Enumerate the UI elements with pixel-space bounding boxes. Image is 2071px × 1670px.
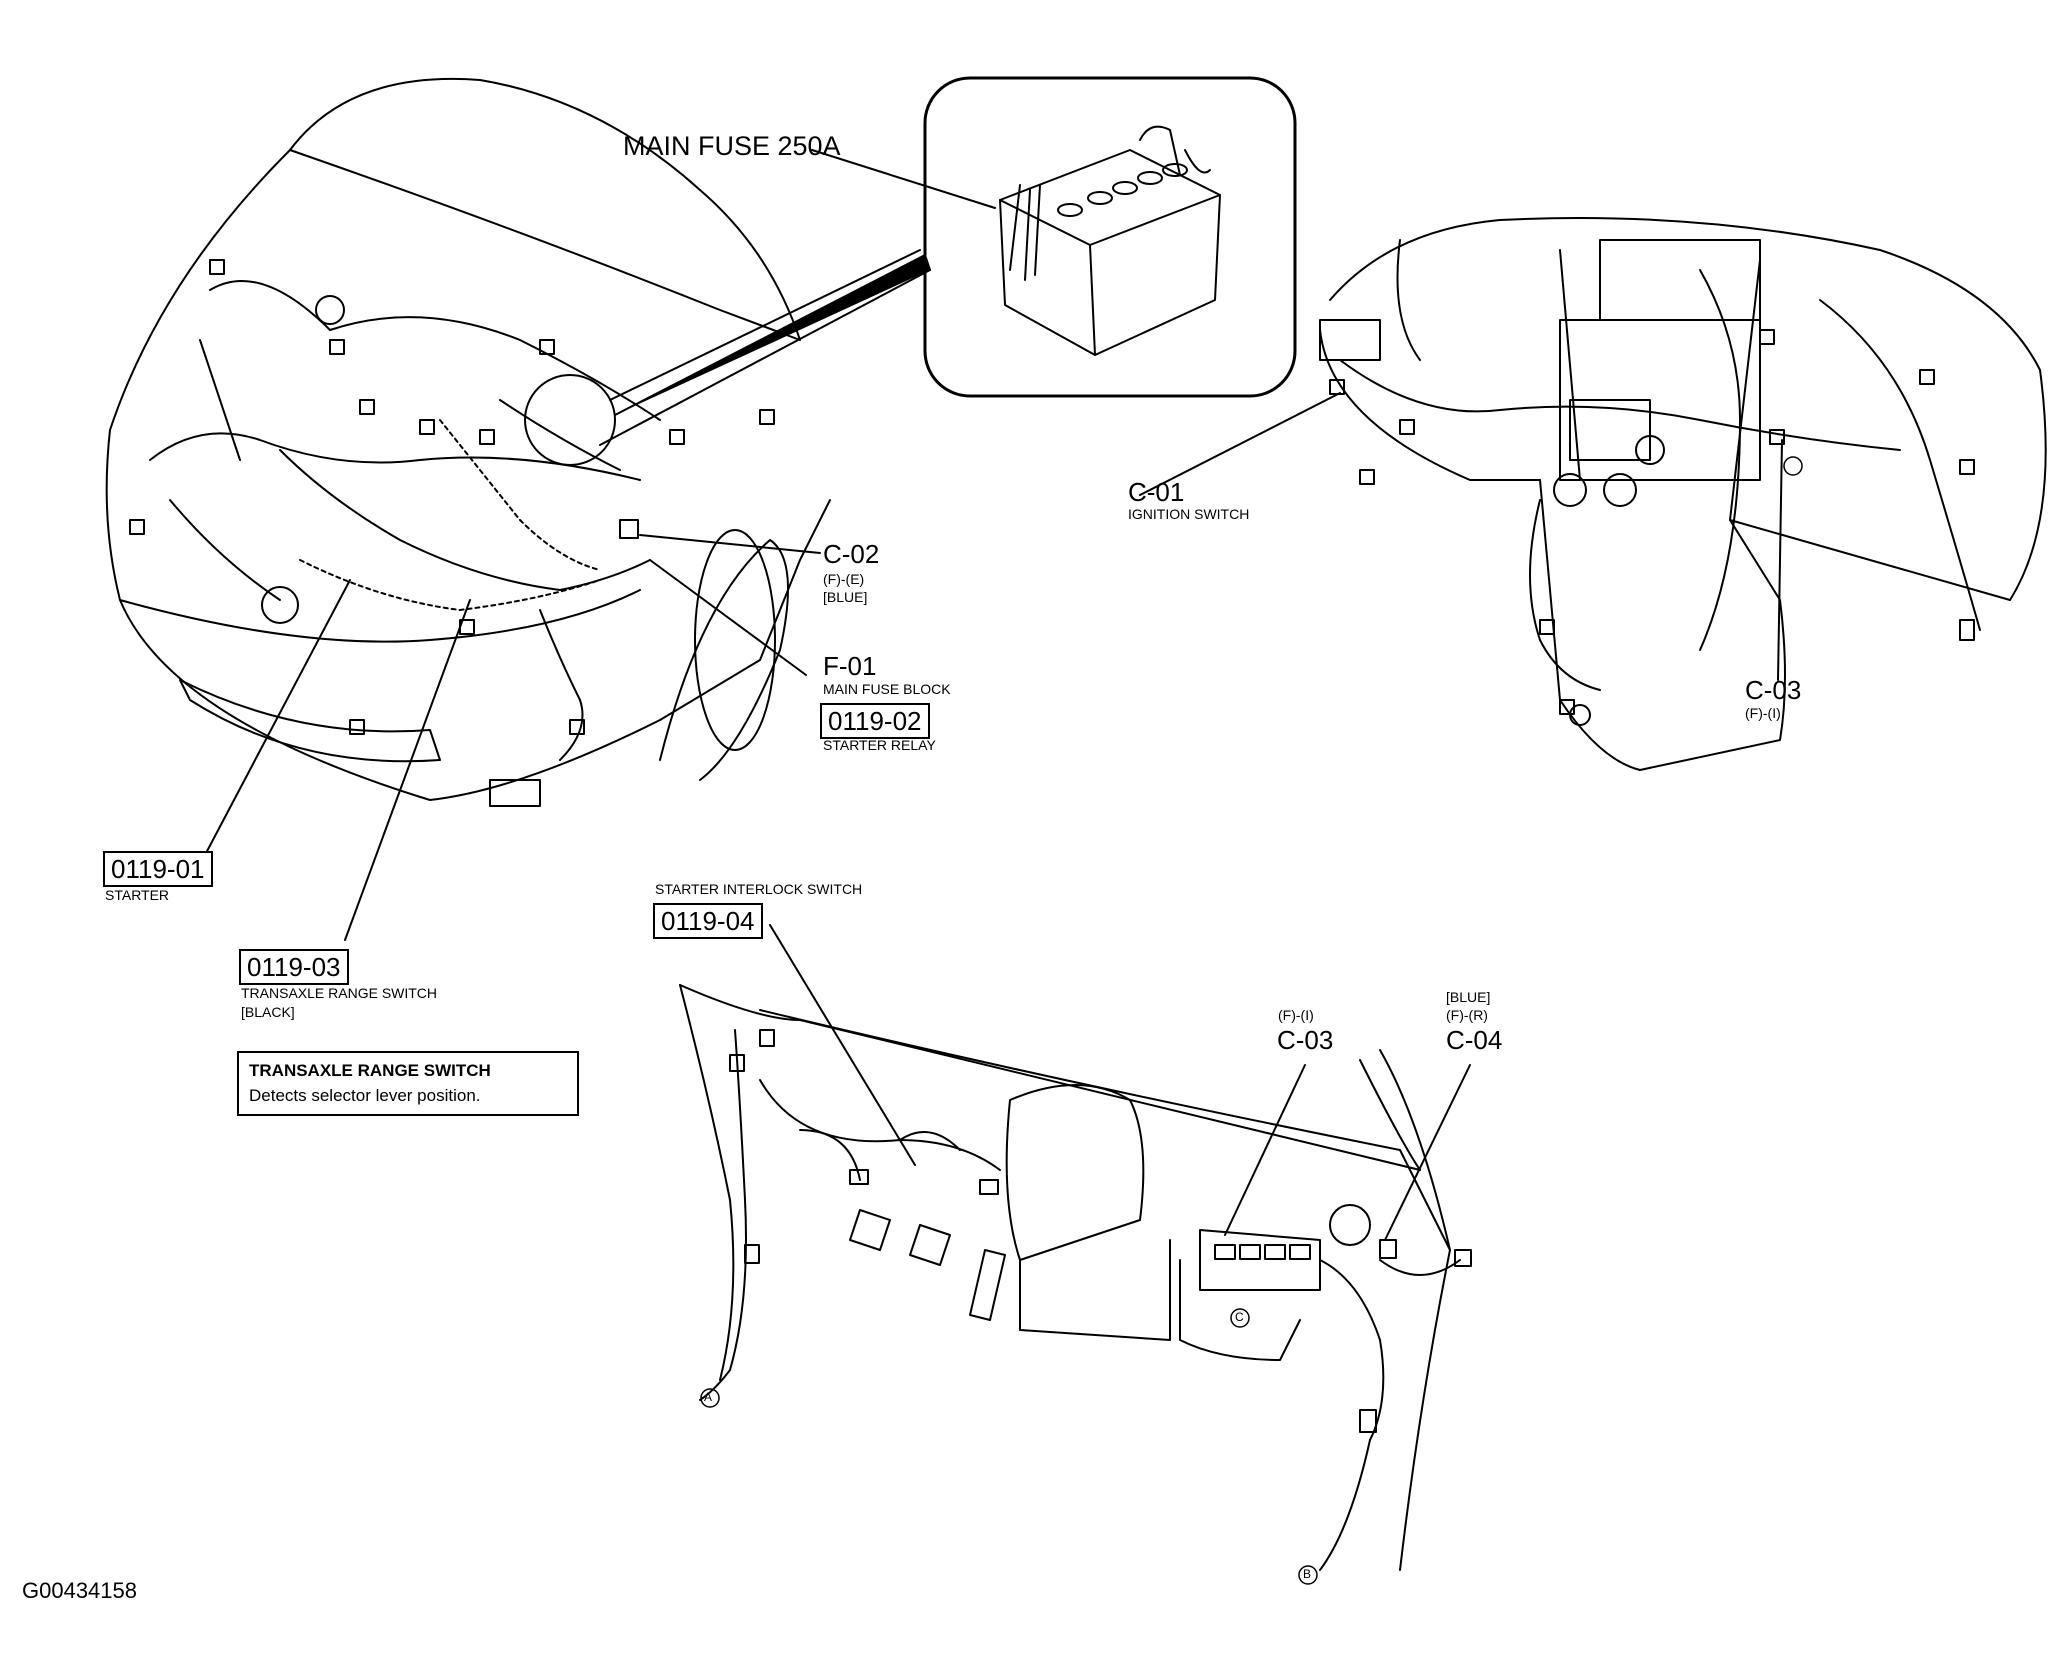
c02-sub1: (F)-(E) [823, 571, 865, 587]
part-0119-03-desc: TRANSAXLE RANGE SWITCH [241, 985, 438, 1001]
engine-leaders [204, 534, 821, 941]
c01-desc: IGNITION SWITCH [1128, 506, 1250, 522]
part-0119-01-desc: STARTER [105, 887, 170, 903]
c03-bottom-code: C-03 [1277, 1025, 1334, 1055]
note-title: TRANSAXLE RANGE SWITCH [249, 1061, 491, 1080]
figure-id: G00434158 [22, 1578, 137, 1603]
c03-top-code: C-03 [1745, 675, 1802, 705]
c01-code: C-01 [1128, 477, 1185, 507]
note-body: Detects selector lever position. [249, 1086, 481, 1105]
dashboard-top-drawing [1139, 217, 2047, 771]
part-0119-03: 0119-03 [239, 949, 349, 985]
f01-desc: MAIN FUSE BLOCK [823, 681, 951, 697]
part-0119-02: 0119-02 [820, 703, 930, 739]
c04-sub1: [BLUE] [1446, 989, 1491, 1005]
marker-c: C [1235, 1310, 1244, 1324]
c02-code: C-02 [823, 539, 880, 569]
transaxle-note-box: TRANSAXLE RANGE SWITCH Detects selector … [237, 1051, 579, 1116]
c04-sub2: (F)-(R) [1446, 1007, 1488, 1023]
marker-b: B [1303, 1567, 1312, 1581]
battery-inset [811, 76, 1297, 398]
c03-top-sub: (F)-(I) [1745, 705, 1781, 721]
main-fuse-label: MAIN FUSE 250A [623, 131, 841, 161]
part-0119-01: 0119-01 [103, 851, 213, 887]
engine-bay-drawing [105, 77, 931, 807]
f01-code: F-01 [823, 651, 877, 681]
c03-bottom-sub: (F)-(I) [1278, 1007, 1314, 1023]
marker-a: A [704, 1390, 713, 1404]
part-0119-04: 0119-04 [653, 903, 763, 939]
part-0119-03-sub: [BLACK] [241, 1004, 295, 1020]
c02-sub2: [BLUE] [823, 589, 868, 605]
part-0119-02-desc: STARTER RELAY [823, 737, 936, 753]
instrument-panel-drawing [679, 924, 1472, 1585]
part-0119-04-desc: STARTER INTERLOCK SWITCH [655, 881, 863, 897]
c04-code: C-04 [1446, 1025, 1503, 1055]
